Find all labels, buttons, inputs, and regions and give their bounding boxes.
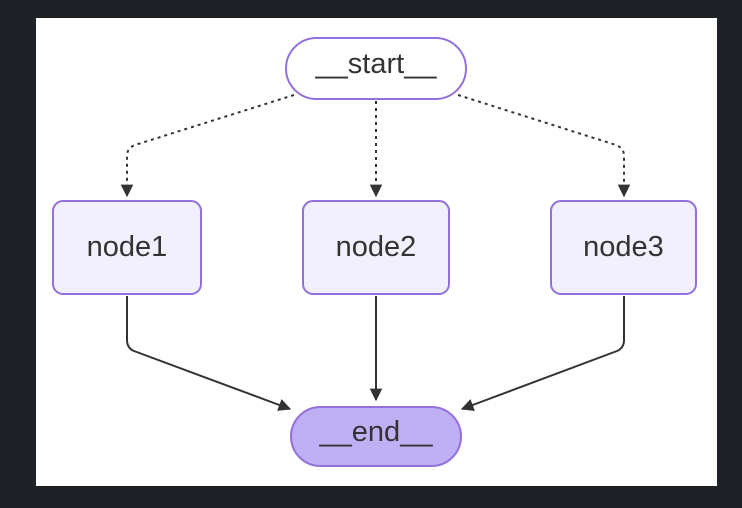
graph-node-node3-label: node3 [583, 231, 664, 263]
graph-node-start-label: __start__ [315, 48, 437, 80]
edge-start-to-node1 [127, 94, 295, 196]
edge-node3-to-end [462, 296, 625, 409]
graph-node-end: __end__ [290, 406, 462, 467]
graph-node-start: __start__ [285, 37, 467, 100]
graph-node-node3: node3 [550, 200, 697, 295]
graph-node-node2: node2 [302, 200, 450, 295]
graph-node-node1-label: node1 [86, 231, 168, 263]
graph-node-end-label: __end__ [319, 416, 433, 448]
diagram-canvas: __start__ node1 node2 node3 __end__ [36, 18, 717, 486]
edge-layer [36, 94, 717, 486]
graph-node-node2-label: node2 [335, 231, 417, 263]
graph-node-node1: node1 [52, 200, 202, 295]
edge-node1-to-end [126, 296, 290, 409]
edge-start-to-node3 [457, 94, 624, 196]
